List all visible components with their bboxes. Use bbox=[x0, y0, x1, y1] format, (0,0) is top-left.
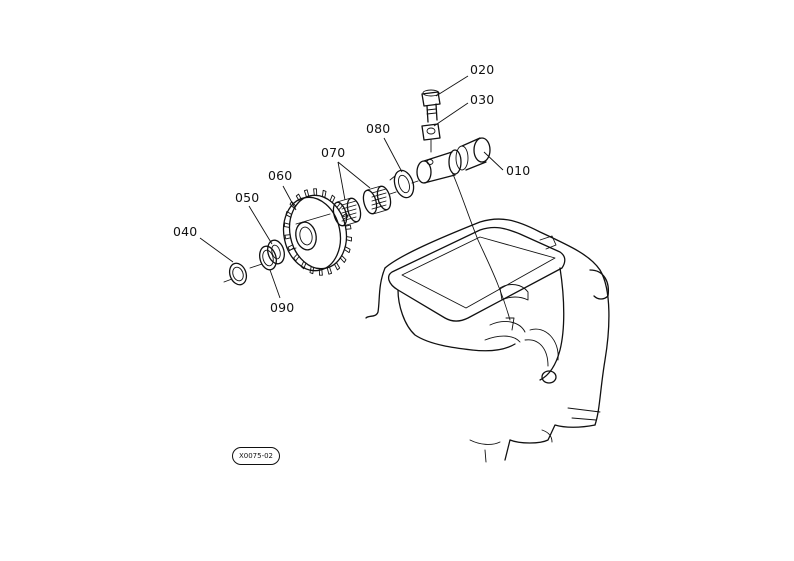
transmission-housing bbox=[365, 218, 610, 463]
figure-code-label: X0075-02 bbox=[232, 447, 280, 465]
callout-040: 040 bbox=[173, 224, 198, 239]
nut-part-030 bbox=[421, 123, 441, 153]
shaft-part-010 bbox=[416, 137, 515, 331]
callout-060: 060 bbox=[268, 168, 293, 183]
callout-080: 080 bbox=[366, 121, 391, 136]
callout-030: 030 bbox=[470, 92, 495, 107]
callout-020: 020 bbox=[470, 62, 495, 77]
snap-ring-part-080 bbox=[389, 169, 415, 199]
callout-070: 070 bbox=[321, 145, 346, 160]
leader-lines bbox=[199, 75, 504, 299]
callout-050: 050 bbox=[235, 190, 260, 205]
needle-bearings-part-070 bbox=[332, 185, 392, 227]
snap-ring-part-040 bbox=[228, 262, 248, 286]
bolt-part-020 bbox=[421, 89, 441, 123]
assembly-axis-line bbox=[223, 180, 419, 283]
gear-part-060 bbox=[282, 188, 353, 276]
ring-part-090 bbox=[259, 245, 277, 271]
washer-part-050 bbox=[267, 239, 285, 265]
callout-090: 090 bbox=[270, 300, 295, 315]
callout-010: 010 bbox=[506, 163, 531, 178]
